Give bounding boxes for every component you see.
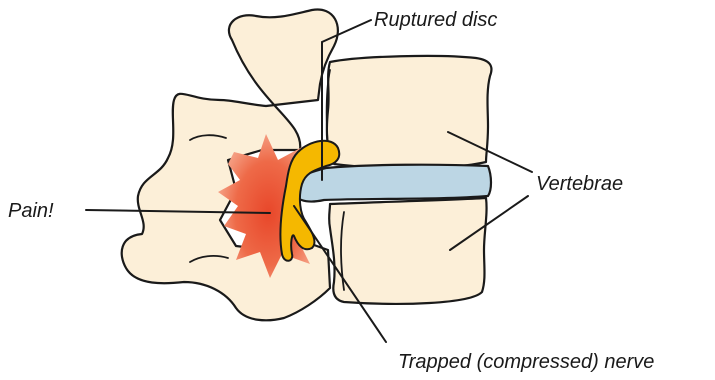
- upper-vertebra: [327, 56, 492, 168]
- vertebrae-label: Vertebrae: [536, 173, 623, 195]
- trapped-nerve-label: Trapped (compressed) nerve: [398, 351, 654, 373]
- intervertebral-disc: [294, 165, 491, 202]
- ruptured-disc-label: Ruptured disc: [374, 9, 497, 31]
- pain-label: Pain!: [8, 200, 54, 222]
- lower-vertebra: [329, 198, 486, 304]
